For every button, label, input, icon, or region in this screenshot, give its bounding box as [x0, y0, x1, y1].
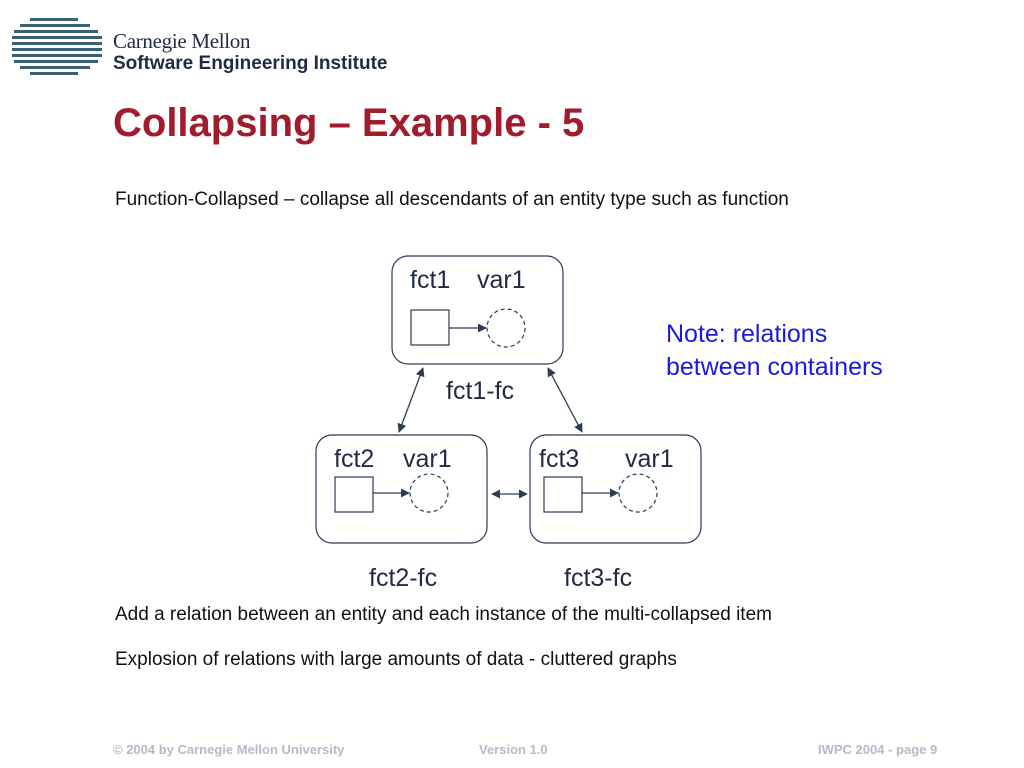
relation-fct1-fct2-arrow — [397, 367, 425, 433]
slide-title: Collapsing – Example - 5 — [113, 101, 585, 145]
container-fct1-name: fct1-fc — [446, 377, 514, 405]
container-fct3-name: fct3-fc — [564, 564, 632, 592]
relation-fct1-fct3-arrow — [547, 367, 583, 433]
slide-subtitle: Function-Collapsed – collapse all descen… — [115, 189, 789, 210]
note-text: Note: relations between containers — [666, 318, 883, 384]
collapsed-var-circle — [409, 473, 449, 513]
footer-copyright: © 2004 by Carnegie Mellon University — [113, 742, 345, 757]
container-fct2-fct-label: fct2 — [334, 445, 374, 473]
entity-box — [334, 476, 374, 513]
container-fct1: fct1 var1 — [391, 255, 564, 365]
collapsed-var-circle — [486, 308, 526, 348]
container-fct1-fct-label: fct1 — [410, 266, 450, 294]
container-fct2-var-label: var1 — [403, 445, 452, 473]
bullet-text-2: Explosion of relations with large amount… — [115, 649, 677, 670]
sei-logo-icon — [12, 18, 102, 75]
org-name-carnegie-mellon: Carnegie Mellon — [113, 29, 251, 53]
container-fct3: fct3 var1 — [529, 434, 702, 544]
org-name-sei: Software Engineering Institute — [113, 53, 388, 74]
footer-version: Version 1.0 — [479, 742, 548, 757]
container-fct1-var-label: var1 — [477, 266, 526, 294]
note-line-1: Note: relations — [666, 320, 828, 348]
footer-page: IWPC 2004 - page 9 — [818, 742, 938, 757]
entity-box — [410, 309, 450, 346]
collapsed-var-circle — [618, 473, 658, 513]
container-fct3-var-label: var1 — [625, 445, 674, 473]
container-fct3-fct-label: fct3 — [539, 445, 579, 473]
note-line-2: between containers — [666, 353, 883, 381]
entity-box — [543, 476, 583, 513]
bullet-text-1: Add a relation between an entity and eac… — [115, 604, 772, 625]
container-fct2-name: fct2-fc — [369, 564, 437, 592]
container-fct2: fct2 var1 — [315, 434, 488, 544]
